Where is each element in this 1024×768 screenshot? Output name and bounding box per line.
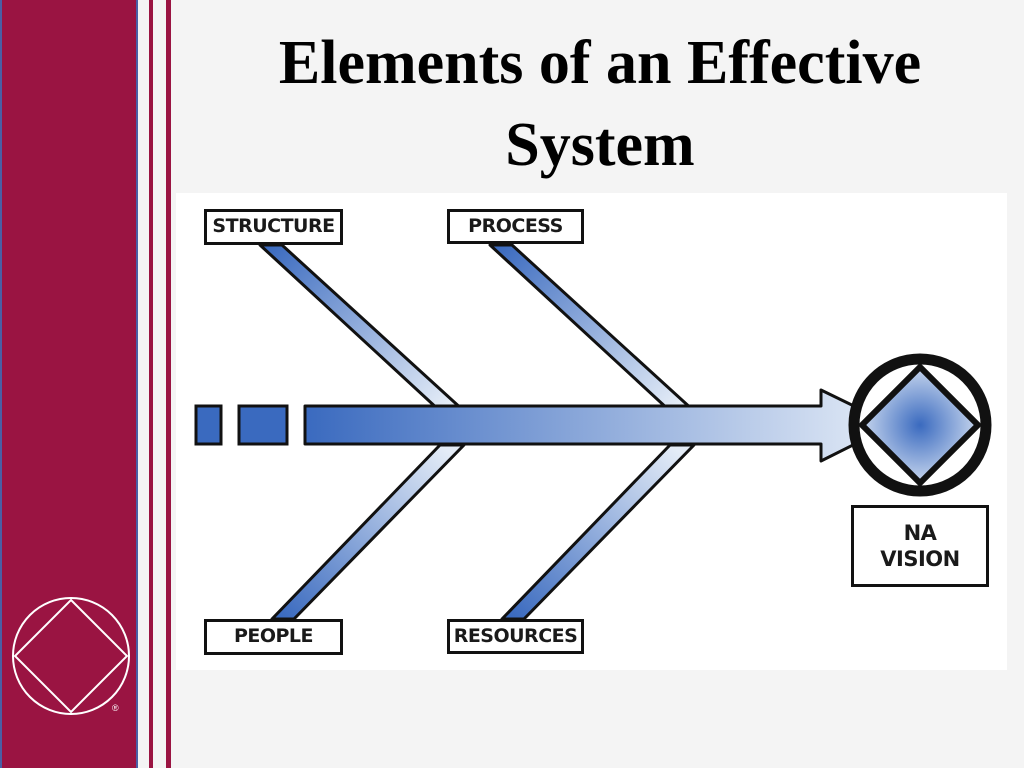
fishbone-diagram: STRUCTURE PROCESS PEOPLE RESOURCES NA VI…: [176, 193, 1007, 670]
head-diamond-icon: [859, 364, 981, 486]
label-resources: RESOURCES: [447, 619, 584, 654]
vision-line-1: NA: [903, 520, 937, 545]
bone-process: [488, 243, 696, 413]
bone-structure: [258, 243, 466, 413]
spine-arrow: [303, 388, 895, 463]
label-structure: STRUCTURE: [204, 209, 343, 245]
tail-dash-large: [237, 404, 289, 446]
tail-dash-small: [194, 404, 223, 446]
label-structure-text: STRUCTURE: [212, 215, 335, 238]
vision-line-2: VISION: [880, 547, 960, 571]
label-na-vision: NA VISION: [851, 505, 989, 587]
bone-people: [270, 443, 466, 621]
slide-title: Elements of an Effective System: [176, 22, 1024, 187]
label-people: PEOPLE: [204, 619, 343, 655]
registered-mark: ®: [112, 703, 119, 713]
sidebar-band: ®: [0, 0, 138, 768]
label-resources-text: RESOURCES: [453, 624, 578, 647]
label-process: PROCESS: [447, 209, 584, 244]
title-line-1: Elements of an Effective: [278, 29, 922, 97]
fishbone-graphic: [194, 243, 992, 621]
accent-stripe-2: [166, 0, 171, 768]
label-process-text: PROCESS: [468, 214, 563, 237]
na-logo-icon: [12, 597, 130, 715]
accent-stripe-1: [149, 0, 153, 768]
label-people-text: PEOPLE: [233, 625, 314, 648]
title-line-2: System: [505, 111, 695, 180]
bone-resources: [500, 443, 696, 621]
